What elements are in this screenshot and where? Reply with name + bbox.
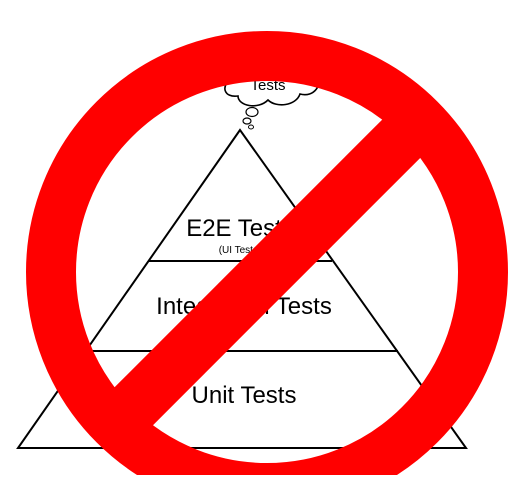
prohibition-sign bbox=[26, 31, 508, 480]
prohibition-slash-icon bbox=[95, 100, 440, 445]
cloud-label-line2: Tests bbox=[250, 77, 285, 94]
cloud-bubble-icon bbox=[245, 106, 259, 118]
layer-unit-title: Unit Tests bbox=[192, 382, 297, 409]
cloud-bubble-icon bbox=[242, 117, 252, 125]
layer-e2e-subtitle: (UI Tests) bbox=[219, 245, 262, 256]
prohibition-ring-icon bbox=[26, 31, 508, 480]
cloud-bubble-icon bbox=[248, 124, 254, 130]
